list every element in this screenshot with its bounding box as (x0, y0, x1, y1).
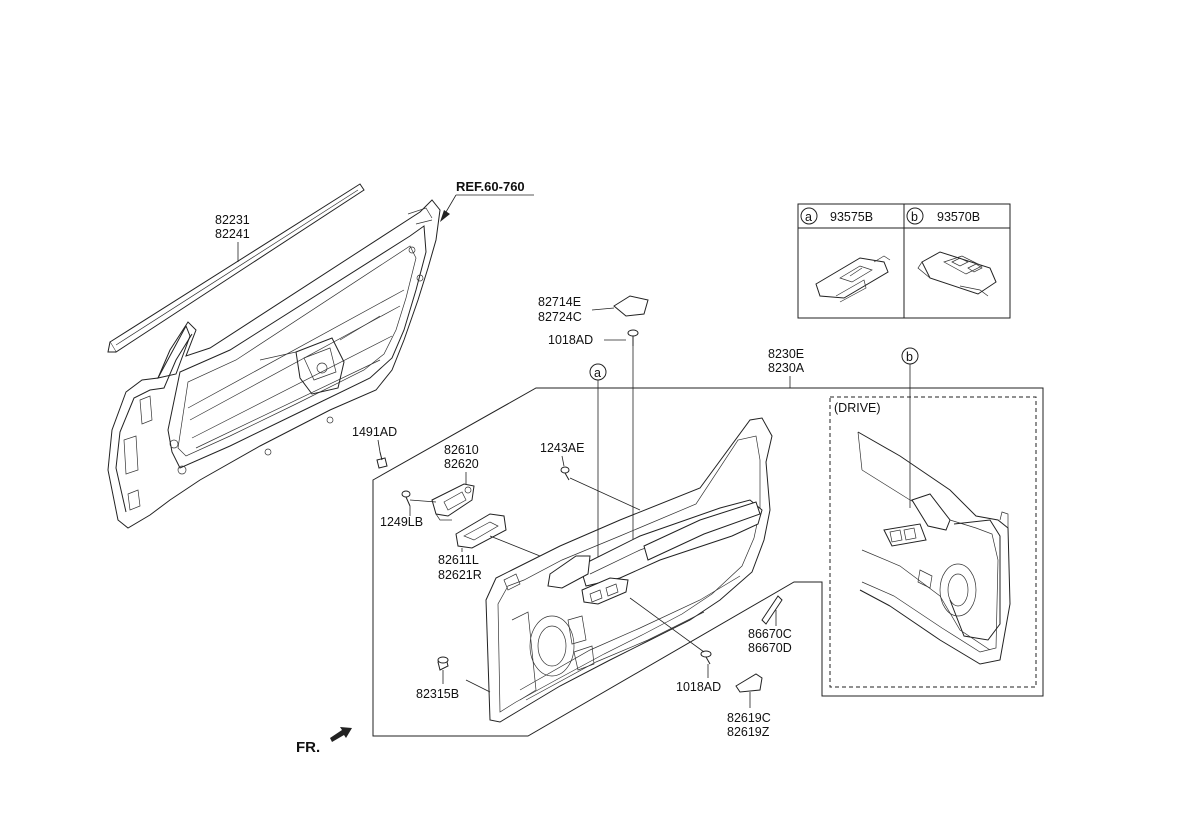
assembly-boundary (372, 387, 1044, 737)
screw-1249-part (401, 490, 411, 507)
tweeter-cover-part (613, 295, 649, 317)
screw-1249-leader-2 (409, 499, 437, 503)
tweeter-cover-label-2: 82724C (538, 310, 582, 324)
handle-cover-label-2: 82621R (438, 568, 482, 582)
switch-a-drawing (815, 255, 891, 303)
trim-clip-label: 1491AD (352, 425, 397, 439)
screw-1243-leader-2 (569, 477, 641, 511)
callout-b-text: b (906, 350, 913, 364)
trim-clip-part (376, 451, 388, 469)
fastener-part (437, 656, 449, 671)
beltline-strip (107, 183, 365, 353)
bottom-screw-leader (629, 597, 705, 653)
reflector-label-2: 86670D (748, 641, 792, 655)
fastener-leader-2 (465, 679, 491, 693)
pocket-cover-part (735, 673, 763, 693)
table-mark-a-text: a (805, 210, 812, 224)
door-trim-panel-drawing (485, 417, 773, 723)
switch-b-drawing (917, 251, 997, 297)
trim-panel-label-1: 8230E (768, 347, 804, 361)
ref-leader (445, 194, 457, 213)
tweeter-leader (591, 307, 615, 311)
front-label: FR. (296, 739, 320, 756)
table-mark-a (800, 207, 818, 225)
trim-panel-label-2: 8230A (768, 361, 805, 375)
pocket-cover-label-1: 82619C (727, 711, 771, 725)
beltline-strip-label-2: 82241 (215, 227, 250, 241)
handle-cover-part (455, 513, 507, 549)
handle-cover-label-1: 82611L (438, 553, 479, 567)
table-mark-b (906, 207, 924, 225)
table-mark-b-text: b (911, 210, 918, 224)
pocket-cover-label-2: 82619Z (727, 725, 770, 739)
bottom-screw-part (700, 650, 712, 665)
screw-1243-label: 1243AE (540, 441, 584, 455)
beltline-strip-label-1: 82231 (215, 213, 250, 227)
drive-label: (DRIVE) (834, 401, 881, 415)
handle-cover-leader-2 (489, 535, 541, 557)
table-part-b: 93570B (937, 210, 980, 224)
door-frame-drawing (107, 183, 441, 529)
tweeter-cover-label-1: 82714E (538, 295, 581, 309)
table-part-a: 93575B (830, 210, 873, 224)
bottom-screw-label: 1018AD (676, 680, 721, 694)
top-screw-part (627, 329, 639, 346)
handle-assy-label-1: 82610 (444, 443, 479, 457)
ref-label: REF.60-760 (456, 179, 525, 194)
drive-detail-drawing (857, 431, 1011, 665)
drive-detail-frame (829, 396, 1037, 688)
screw-1243-part (560, 466, 570, 481)
switch-table: a 93575B b 93570B (797, 203, 1011, 319)
reflector-label-1: 86670C (748, 627, 792, 641)
reflector-part (761, 595, 783, 625)
top-screw-label: 1018AD (548, 333, 593, 347)
handle-assy-label-2: 82620 (444, 457, 479, 471)
front-arrow-icon (330, 727, 352, 742)
ref-arrow-icon (440, 210, 450, 222)
handle-assy-part (431, 483, 475, 521)
screw-1243-leader (561, 455, 565, 467)
trim-clip-leader (377, 439, 381, 453)
fastener-label: 82315B (416, 687, 459, 701)
screw-1249-label: 1249LB (380, 515, 423, 529)
callout-a-text: a (594, 366, 601, 380)
